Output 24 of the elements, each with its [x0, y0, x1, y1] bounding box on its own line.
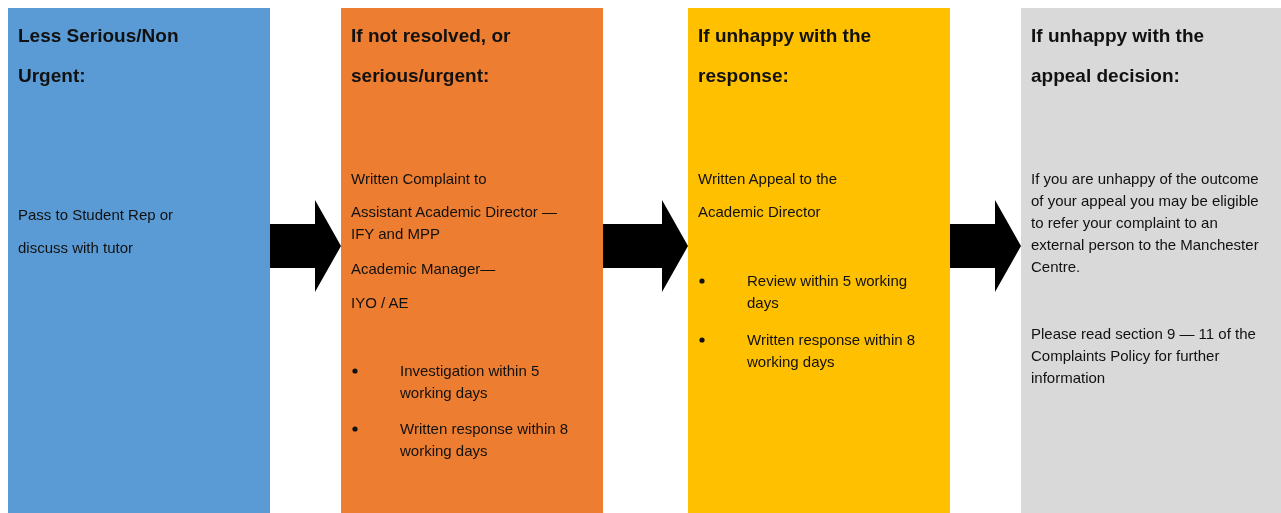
stage-text: Academic Manager—	[351, 259, 497, 279]
bullet-text: Written response within 8 working days	[747, 330, 917, 372]
stage-heading: If unhappy with the appeal decision:	[1031, 24, 1206, 88]
bullet-text: Investigation within 5 working days	[400, 361, 541, 403]
stage-heading: If unhappy with the response:	[698, 24, 873, 88]
stage-panel	[8, 8, 270, 513]
stage-text: IYO / AE	[351, 293, 410, 313]
bullet-text: Written response within 8 working days	[400, 419, 570, 461]
block-arrow	[950, 200, 1021, 292]
stage-text: Written Appeal to the	[698, 169, 838, 189]
block-arrow	[270, 200, 341, 292]
stage-text: If you are unhappy of the outcome of your appeal you may be eligible to refer your complaint to an external person to the Manchester Centre.	[1031, 169, 1260, 277]
stage-text: Assistant Academic Director — IFY and MPP	[351, 202, 558, 244]
stage-panel	[1021, 8, 1281, 513]
stage-panel	[688, 8, 950, 513]
stage-text: Please read section 9 — 11 of the Complaints Policy for further information	[1031, 324, 1257, 388]
stage-text: Pass to Student Rep or discuss with tutor	[18, 205, 175, 258]
stage-text: Written Complaint to	[351, 169, 488, 189]
stage-heading: Less Serious/Non Urgent:	[18, 24, 180, 88]
stage-heading: If not resolved, or serious/urgent:	[351, 24, 512, 88]
stage-panel	[341, 8, 603, 513]
bullet-text: Review within 5 working days	[747, 271, 909, 313]
stage-text: Academic Director	[698, 202, 822, 222]
block-arrow	[603, 200, 688, 292]
